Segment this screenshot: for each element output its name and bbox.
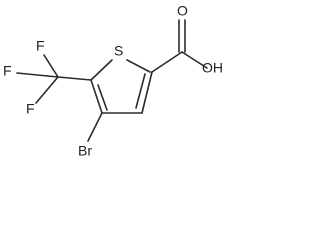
atom-fluorine-left: F xyxy=(3,63,12,79)
bond-c5-c4 xyxy=(90,79,103,114)
bond-c2-ccooh xyxy=(151,51,183,73)
bond-c-oh xyxy=(181,51,208,69)
atom-fluorine-bottom: F xyxy=(26,101,35,117)
bond-c5-ccf3 xyxy=(57,76,92,81)
atom-bromine: Br xyxy=(78,143,92,159)
atom-hydroxyl: OH xyxy=(202,60,223,76)
bond-s-c5 xyxy=(90,59,113,81)
bond-c3-c2-inner xyxy=(135,73,146,109)
bond-c5-c4-inner xyxy=(97,84,108,111)
structure-diagram: S O OH F F F Br xyxy=(3,3,223,159)
atom-sulfur: S xyxy=(114,43,123,59)
bond-c-f-top xyxy=(43,54,59,78)
bond-s-c2 xyxy=(126,59,151,73)
bond-c4-br xyxy=(87,112,103,142)
atom-carbonyl-oxygen: O xyxy=(177,3,188,19)
bond-c-f-left xyxy=(16,72,59,78)
bond-c-f-bottom xyxy=(35,76,59,104)
atom-fluorine-top: F xyxy=(36,38,45,54)
bond-c3-c2 xyxy=(141,71,153,114)
